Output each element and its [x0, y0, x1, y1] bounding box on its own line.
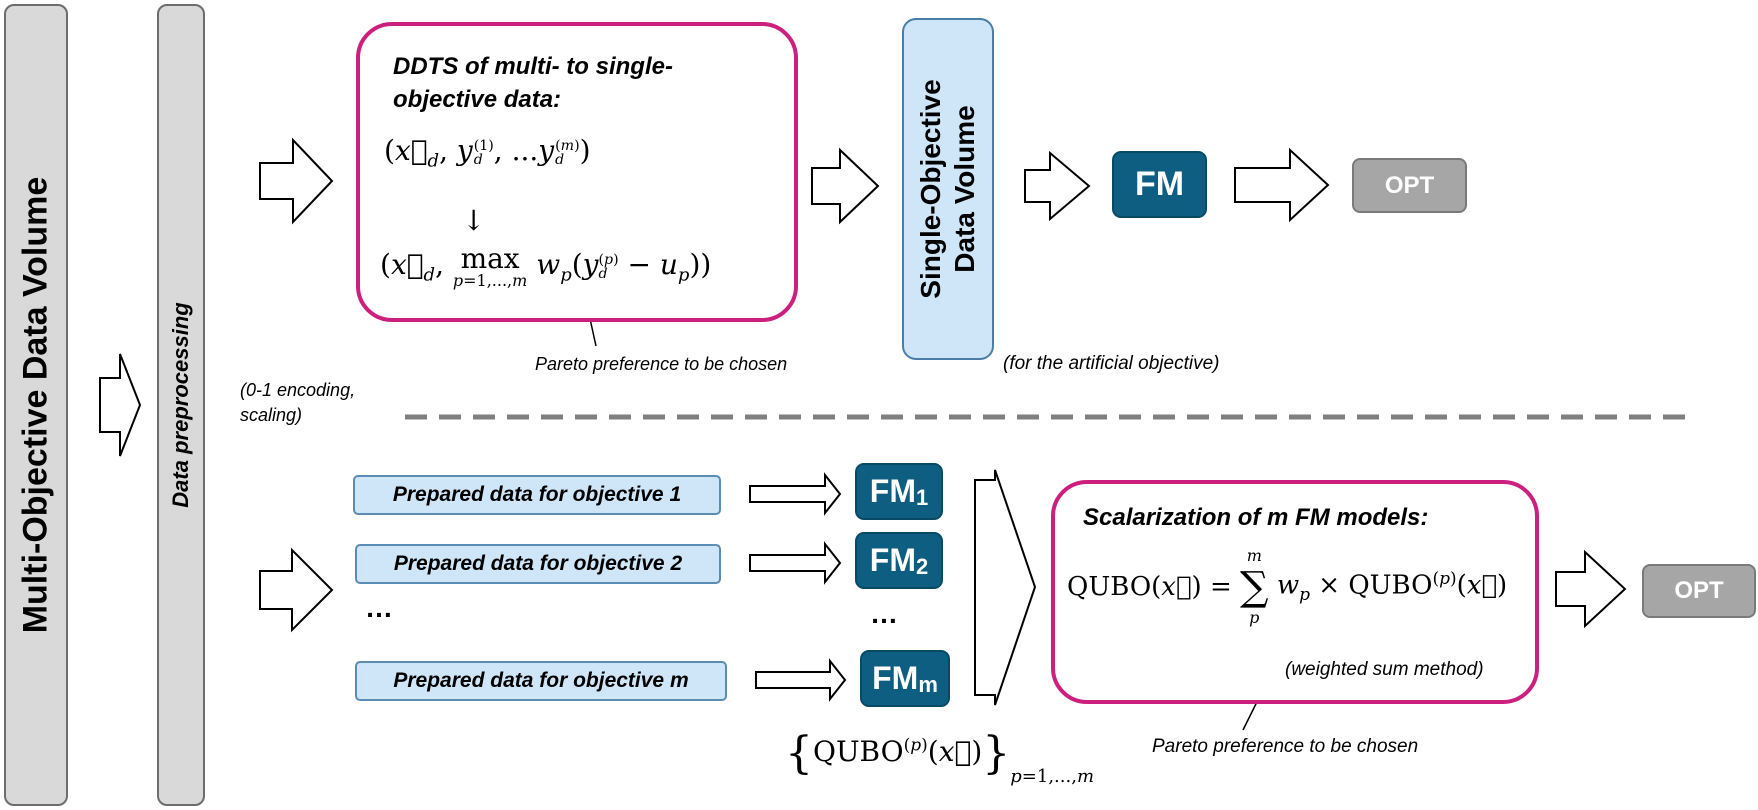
artificial-objective-note: (for the artificial objective) [1003, 353, 1220, 374]
ddts-formula-arrow: ↓ [462, 204, 486, 237]
ddts-box: DDTS of multi- to single- objective data… [356, 22, 798, 322]
preprocessing-note-line1: (0-1 encoding, [240, 380, 356, 400]
fm-ellipsis: … [870, 598, 898, 629]
fm-model-2-sub: 2 [915, 553, 929, 579]
arrow-prepared2-to-fm2 [749, 541, 842, 585]
single-objective-volume-line1: Single-Objective [915, 79, 946, 299]
fm-model-1-sub: 1 [915, 484, 929, 510]
scalarization-formula: QUBO(x⃗) = m ∑ p wp × QUBO(p)(x⃗) [1067, 546, 1508, 627]
preprocessing-note: (0-1 encoding, scaling) [240, 378, 355, 428]
arrow-volume-to-preprocessing [99, 353, 142, 457]
arrow-fm-models-to-scalarization [974, 469, 1037, 706]
ddts-formula-input: (x⃗d, y(1)d, ...y(m)d) [384, 134, 591, 172]
arrow-to-prepared [259, 547, 334, 633]
arrow-single-to-fm [1024, 150, 1091, 222]
fm-model-2-base: FM [869, 542, 916, 578]
pareto-note-bottom: Pareto preference to be chosen [1152, 736, 1419, 757]
fm-model-m-base: FM [872, 660, 919, 696]
fm-model-1-base: FM [869, 473, 916, 509]
fm-model-m-sub: m [918, 671, 938, 697]
arrow-fm-to-opt [1234, 147, 1330, 223]
fm-box-top: FM [1112, 151, 1207, 218]
arrow-prepared1-to-fm1 [749, 472, 842, 516]
arrow-ddts-to-single [811, 147, 880, 225]
preprocessing-note-line2: scaling) [240, 405, 303, 425]
weighted-sum-note: (weighted sum method) [1285, 659, 1484, 680]
ddts-title: DDTS of multi- to single- objective data… [393, 50, 673, 116]
arrow-to-ddts [259, 137, 334, 225]
data-preprocessing-bar: Data preprocessing [157, 4, 205, 806]
prepared-data-objective-1: Prepared data for objective 1 [353, 475, 721, 515]
scalarization-box: Scalarization of m FM models: QUBO(x⃗) =… [1051, 480, 1539, 704]
single-objective-volume-line2: Data Volume [949, 105, 980, 273]
qubo-set-formula: {QUBO(p)(x⃗)}p=1,...,m [785, 728, 1095, 787]
opt-box-top: OPT [1352, 158, 1467, 213]
multi-objective-volume-bar: Multi-Objective Data Volume [4, 4, 68, 806]
prepared-data-objective-m: Prepared data for objective m [355, 661, 727, 701]
arrow-scalarization-to-opt [1555, 549, 1627, 629]
arrow-preparedm-to-fmm [755, 658, 847, 702]
prepared-data-objective-2: Prepared data for objective 2 [355, 544, 721, 584]
pareto-note-top: Pareto preference to be chosen [535, 354, 788, 374]
single-objective-volume-label: Single-Objective Data Volume [914, 79, 982, 298]
ddts-title-line2: objective data: [393, 86, 562, 113]
prepared-ellipsis: … [365, 592, 393, 623]
single-objective-volume-box: Single-Objective Data Volume [902, 18, 994, 360]
ddts-title-line1: DDTS of multi- to single- [393, 53, 673, 80]
opt-box-bottom: OPT [1642, 564, 1756, 618]
scalarization-title: Scalarization of m FM models: [1083, 504, 1429, 531]
